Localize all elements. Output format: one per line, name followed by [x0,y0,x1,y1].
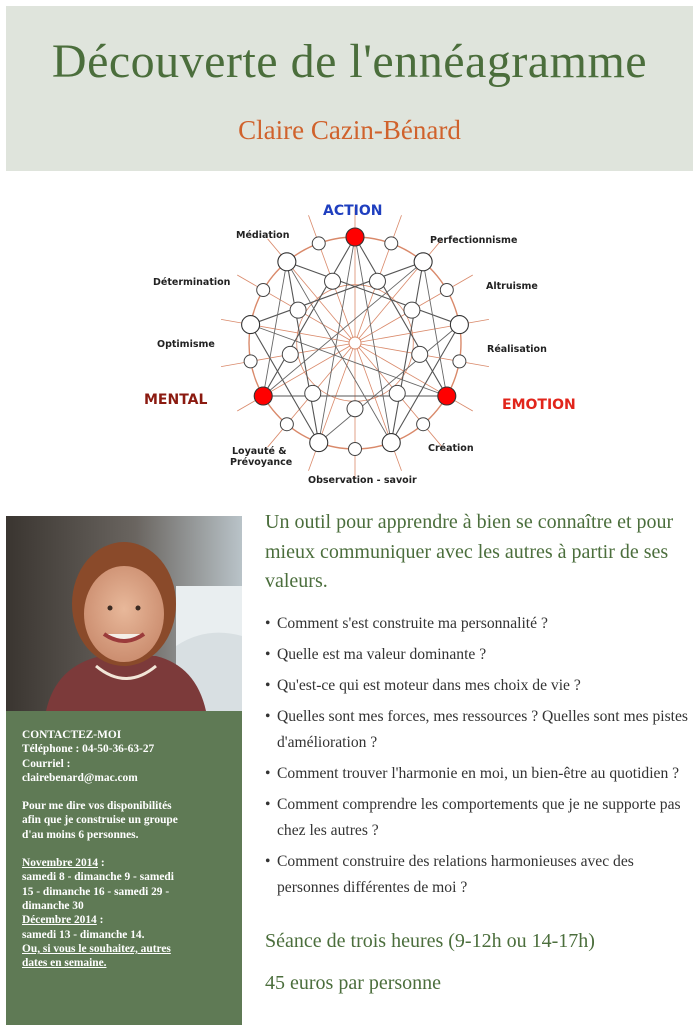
label-determination: Détermination [153,277,231,288]
inner-node [304,384,322,402]
list-item: Quelles sont mes forces, mes ressources … [265,704,695,756]
label-optimisme: Optimisme [157,339,215,350]
outer-node [243,354,258,369]
label-prevoyance: Prévoyance [230,457,292,468]
november-dates-1: samedi 8 - dimanche 9 - samedi [22,871,174,884]
contact-box: CONTACTEZ-MOI Téléphone : 04-50-36-63-27… [6,711,242,1025]
availability-line-1: Pour me dire vos disponibilités [22,800,172,813]
inner-node [368,272,386,290]
label-action: ACTION [323,203,383,219]
enneagram-nodes [241,227,469,456]
november-dates-2: 15 - dimanche 16 - samedi 29 - [22,885,170,898]
header-banner: Découverte de l'ennéagramme Claire Cazin… [6,6,693,171]
center-hub [348,336,362,350]
outer-node [311,236,326,251]
label-creation: Création [428,443,474,454]
center-node [345,227,365,247]
label-loyaute: Loyauté & [232,446,287,457]
star-line [318,324,460,443]
label-observation: Observation - savoir [308,475,417,486]
triangle-line [262,235,448,397]
price-info: 45 euros par personne [265,972,442,994]
inner-node [281,345,299,363]
star-line [262,261,424,397]
availability-line-2: afin que je construise un groupe [22,814,178,827]
star-line [286,261,392,443]
star-line [250,324,447,397]
outer-node [256,283,271,297]
label-realisation: Réalisation [487,344,547,355]
outer-node [416,417,431,432]
label-mental: MENTAL [144,392,208,408]
december-colon: : [96,914,104,927]
other-dates-1: Ou, si vous le souhaitez, autres [22,942,171,955]
label-mediation: Médiation [236,230,290,241]
list-item: Qu'est-ce qui est moteur dans mes choix … [265,673,695,699]
december-dates: samedi 13 - dimanche 14. [22,928,145,941]
list-item: Comment construire des relations harmoni… [265,849,695,901]
center-node [437,386,457,406]
intro-text: Un outil pour apprendre à bien se connaî… [265,511,674,592]
contact-heading: CONTACTEZ-MOI [22,729,122,741]
author-name: Claire Cazin-Bénard [238,115,461,145]
inner-node [289,301,307,319]
list-item: Comment comprendre les comportements que… [265,792,695,844]
contact-phone[interactable]: Téléphone : 04-50-36-63-27 [22,743,155,756]
star-line [422,261,448,397]
label-emotion: EMOTION [502,397,576,413]
star-line [354,236,392,443]
center-node [253,386,273,406]
outer-node [439,283,454,297]
question-list: Comment s'est construite ma personnalité… [265,611,695,906]
outer-node [309,433,329,453]
inner-node [346,400,364,418]
label-altruisme: Altruisme [486,281,538,292]
outer-node [241,315,261,335]
session-info: Séance de trois heures (9-12h ou 14-17h) [265,930,595,952]
star-line [318,236,356,443]
inner-node [388,384,406,402]
december-label: Décembre 2014 [22,914,97,927]
contact-email-label: Courriel : [22,757,71,770]
star-line [262,261,288,397]
list-item: Quelle est ma valeur dominante ? [265,642,695,668]
outer-node [277,252,297,272]
outer-node [449,315,469,335]
inner-node [324,272,342,290]
contact-email[interactable]: clairebenard@mac.com [22,771,138,784]
november-dates-3: dimanche 30 [22,899,84,912]
november-heading: Novembre 2014 : [22,856,232,870]
label-perfectionnisme: Perfectionnisme [430,235,517,246]
november-colon: : [98,857,105,870]
november-label: Novembre 2014 [22,857,99,870]
inner-node [411,345,429,363]
list-item: Comment s'est construite ma personnalité… [265,611,695,637]
inner-node [403,301,421,319]
portrait-photo [6,516,242,711]
outer-node [452,354,467,369]
outer-node [384,236,399,251]
availability-line-3: d'au moins 6 personnes. [22,828,139,841]
page-title: Découverte de l'ennéagramme [51,35,648,88]
december-heading: Décembre 2014 : [22,913,232,927]
outer-node [279,417,294,432]
other-dates-2: dates en semaine. [22,957,107,970]
enneagram-diagram: ACTION MENTAL EMOTION Médiation Perfecti… [144,203,576,486]
list-item: Comment trouver l'harmonie en moi, un bi… [265,761,695,787]
outer-node [413,252,433,272]
outer-node [381,433,401,453]
outer-node [348,442,362,456]
